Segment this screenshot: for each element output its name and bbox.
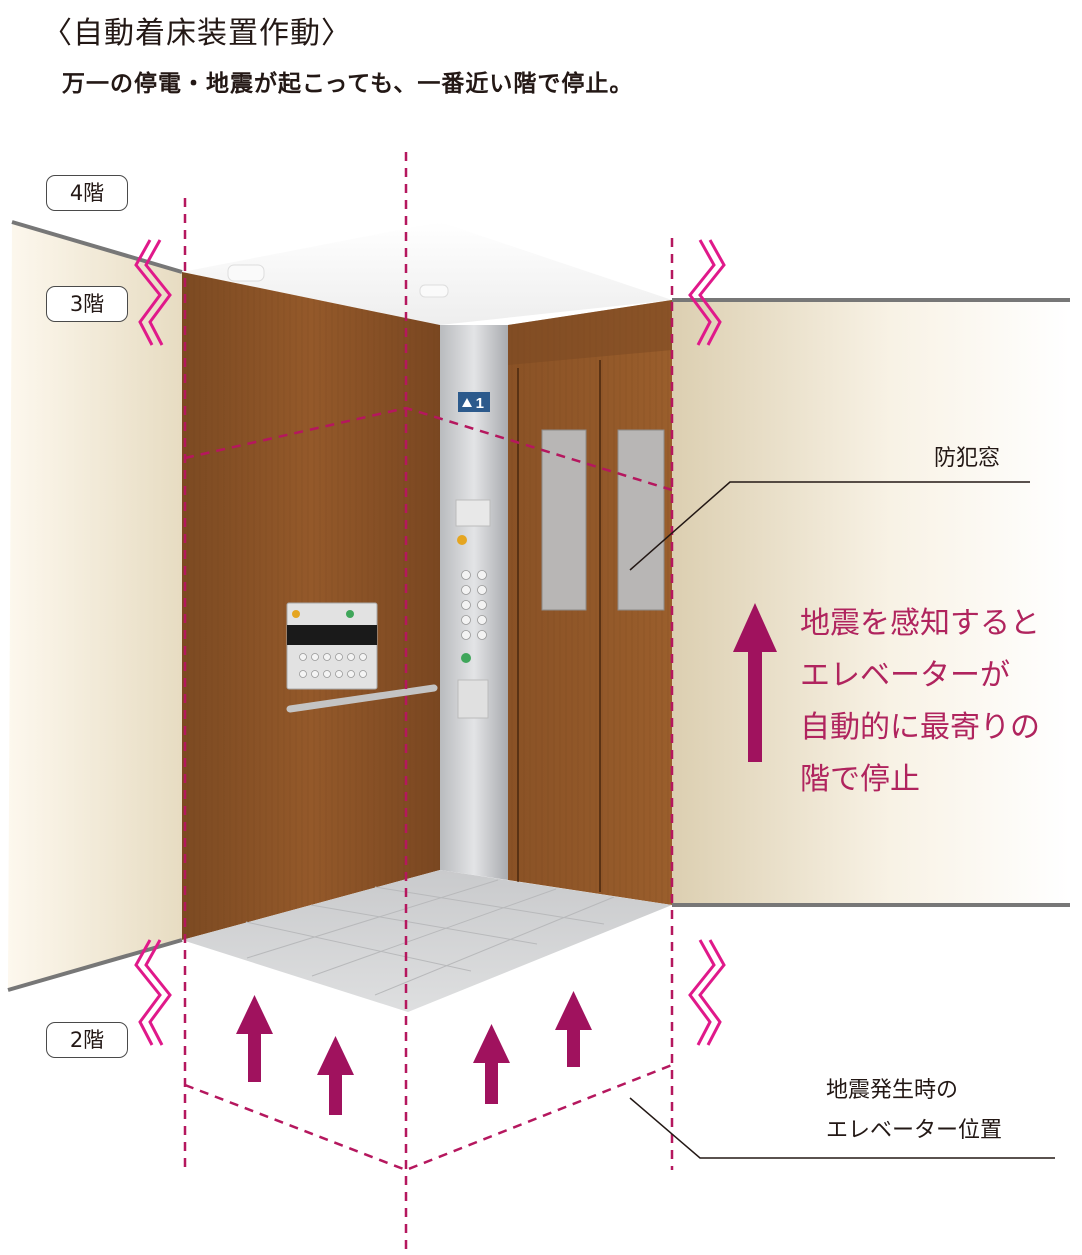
ceiling-light-left [227,264,265,282]
side-control-panel [286,602,378,690]
control-column [440,325,508,880]
message-line-2: エレベーターが [800,658,1010,693]
floor-indicator-number: 1 [476,395,484,412]
message-line-1: 地震を感知すると [800,606,1040,641]
up-arrow-icon [733,603,777,762]
message-line-4: 階で停止 [800,762,920,797]
floor-tag-3: 3階 [46,286,128,322]
earthquake-message: 地震を感知すると エレベーターが 自動的に最寄りの 階で停止 [800,598,1040,806]
up-arrow-icon [236,995,273,1082]
seismic-wave-marks [134,239,726,1046]
dashed-guide-lines [183,152,674,1250]
right-building-wall [672,300,1070,905]
floor-indicator [458,392,490,412]
left-building-wall [8,222,182,990]
cabin-button-panel [461,570,487,640]
cabin-ceiling [182,222,672,325]
side-panel-display [287,625,377,645]
window-label: 防犯窓 [934,446,1001,471]
up-arrow-icon [317,1036,354,1115]
security-window-right [617,429,665,611]
door-open-button [461,653,471,663]
quake-position-label-1: 地震発生時の [826,1078,959,1103]
left-floor-slab-upper [11,220,183,274]
up-arrow-icon [473,1024,510,1104]
floor-tag-2: 2階 [46,1022,128,1058]
page-subtitle: 万一の停電・地震が起こっても、一番近い階で停止。 [62,71,634,97]
cabin-floor [182,870,672,1012]
door-transom [508,300,672,365]
handrail [286,684,438,713]
left-floor-slab-lower [7,938,183,992]
quake-position-label-2: エレベーター位置 [826,1118,1003,1143]
position-leader-line [629,1097,1055,1159]
up-arrow-icon [555,991,592,1067]
window-leader-line [629,481,1030,571]
up-arrow-icon [462,398,472,407]
column-notice-plate [457,679,489,719]
emergency-call-button [457,535,467,545]
column-info-panel [455,499,491,527]
page-title: 〈自動着床装置作動〉 [42,16,352,51]
floor-tag-4: 4階 [46,175,128,211]
rise-arrows [236,603,777,1115]
message-line-3: 自動的に最寄りの [800,710,1040,745]
ceiling-light-right [419,284,449,298]
